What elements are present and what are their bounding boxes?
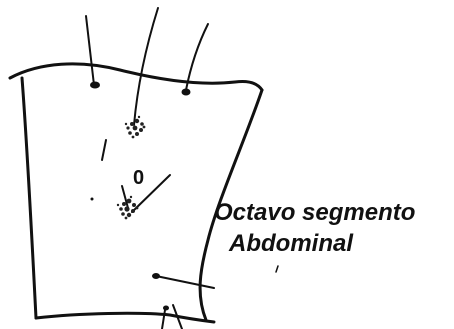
label-line-1: Octavo segmento (214, 199, 415, 226)
dot-top-left (90, 82, 100, 89)
dot-lower (152, 273, 160, 279)
mark-letter: 0 (133, 167, 144, 189)
setae (86, 8, 278, 329)
seta-top-left (86, 16, 94, 85)
seta-bottom-1 (162, 310, 165, 329)
seta-lower-right (156, 276, 214, 288)
setal-bases (90, 82, 191, 311)
dot-bottom (163, 306, 169, 311)
seta-stray-mark (276, 266, 278, 272)
seta-inner-stroke (102, 140, 106, 160)
seta-top-middle (134, 8, 158, 125)
seta-top-right (186, 24, 208, 90)
dot-top-right (182, 89, 191, 96)
dot-left-small (91, 198, 94, 201)
label-line-2: Abdominal (228, 230, 354, 257)
